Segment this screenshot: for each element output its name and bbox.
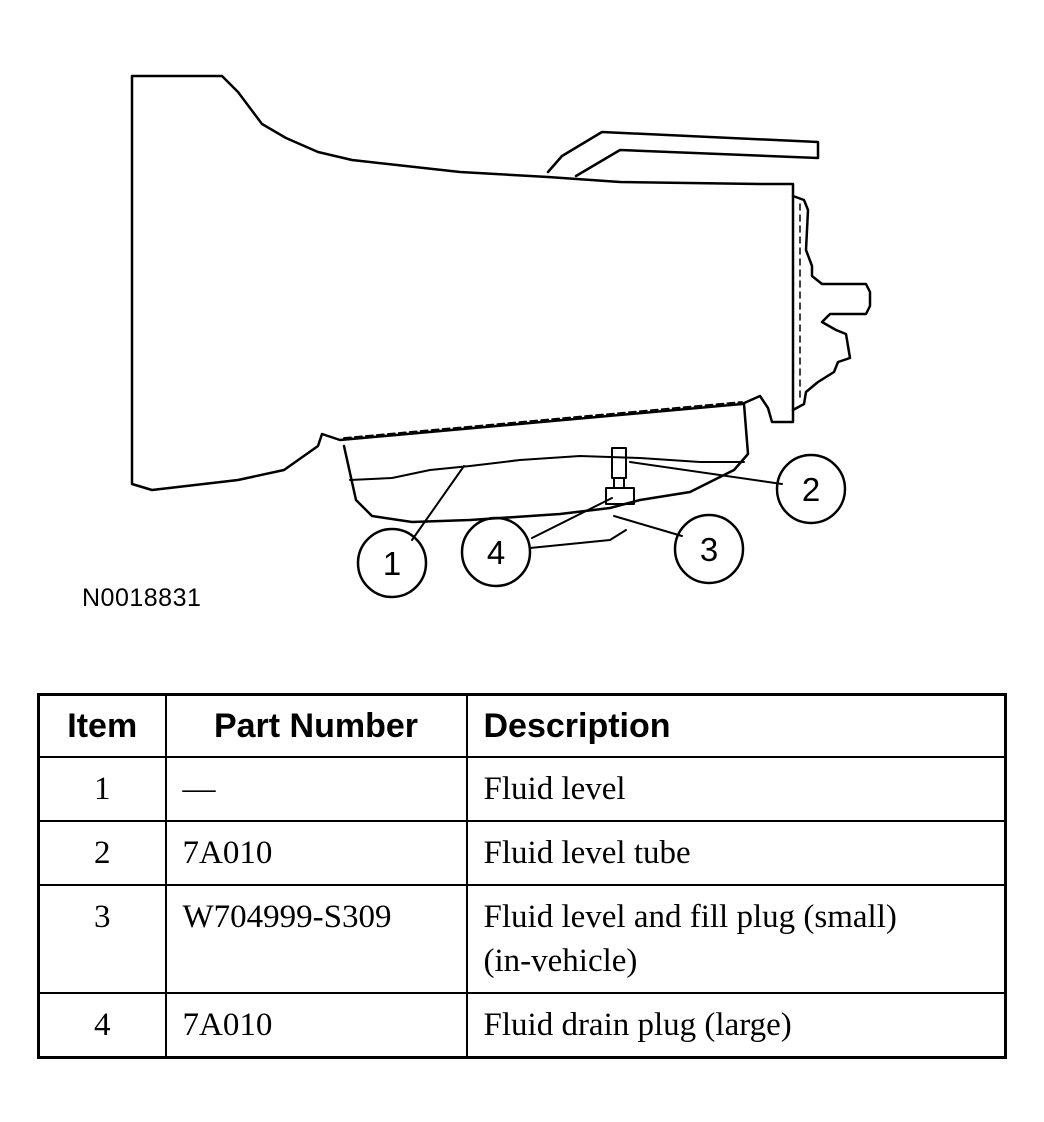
table-row: 1 — Fluid level <box>37 756 1007 822</box>
cell-item: 4 <box>37 992 167 1059</box>
cell-item: 1 <box>37 756 167 822</box>
cell-description: Fluid level and fill plug (small) (in-ve… <box>465 884 1007 994</box>
leader-line-4b <box>531 497 613 539</box>
leader-line-3 <box>613 515 683 537</box>
cell-item: 2 <box>37 820 167 886</box>
cell-description: Fluid level tube <box>465 820 1007 886</box>
parts-table: Item Part Number Description 1 — Fluid l… <box>37 693 1007 1059</box>
extension-housing <box>791 194 872 412</box>
cell-part-number: W704999-S309 <box>164 884 468 994</box>
cell-description: Fluid drain plug (large) <box>465 992 1007 1059</box>
callout-label-1: 1 <box>383 545 401 582</box>
cell-part-number: — <box>164 756 468 822</box>
figure-id: N0018831 <box>82 584 202 612</box>
cell-part-number: 7A010 <box>164 820 468 886</box>
header-description: Description <box>465 693 1007 758</box>
fluid-level-line <box>349 455 745 481</box>
callout-circle-4 <box>460 516 532 588</box>
callout-label-2: 2 <box>802 471 820 508</box>
table-row: 3 W704999-S309 Fluid level and fill plug… <box>37 884 1007 994</box>
table-header-row: Item Part Number Description <box>37 693 1007 758</box>
table-row: 2 7A010 Fluid level tube <box>37 820 1007 886</box>
header-item: Item <box>37 693 167 758</box>
transmission-case <box>130 74 795 492</box>
transmission-illustration: 1 4 3 2 <box>130 74 872 599</box>
leader-line-2 <box>629 461 783 485</box>
leader-line-1 <box>411 465 465 541</box>
cell-part-number: 7A010 <box>164 992 468 1059</box>
callout-circle-3 <box>673 513 745 585</box>
cell-description: Fluid level <box>465 756 1007 822</box>
oil-pan <box>342 402 750 524</box>
cell-item: 3 <box>37 884 167 994</box>
callout-circle-1 <box>356 527 428 599</box>
pan-rail <box>343 401 743 439</box>
callout-label-3: 3 <box>700 531 718 568</box>
header-part-number: Part Number <box>164 693 468 758</box>
leader-line-4 <box>529 529 627 549</box>
callout-label-4: 4 <box>487 534 505 571</box>
table-row: 4 7A010 Fluid drain plug (large) <box>37 992 1007 1059</box>
cooler-tube <box>546 130 820 178</box>
callout-circle-2 <box>775 453 847 525</box>
fluid-level-tube <box>611 447 627 479</box>
